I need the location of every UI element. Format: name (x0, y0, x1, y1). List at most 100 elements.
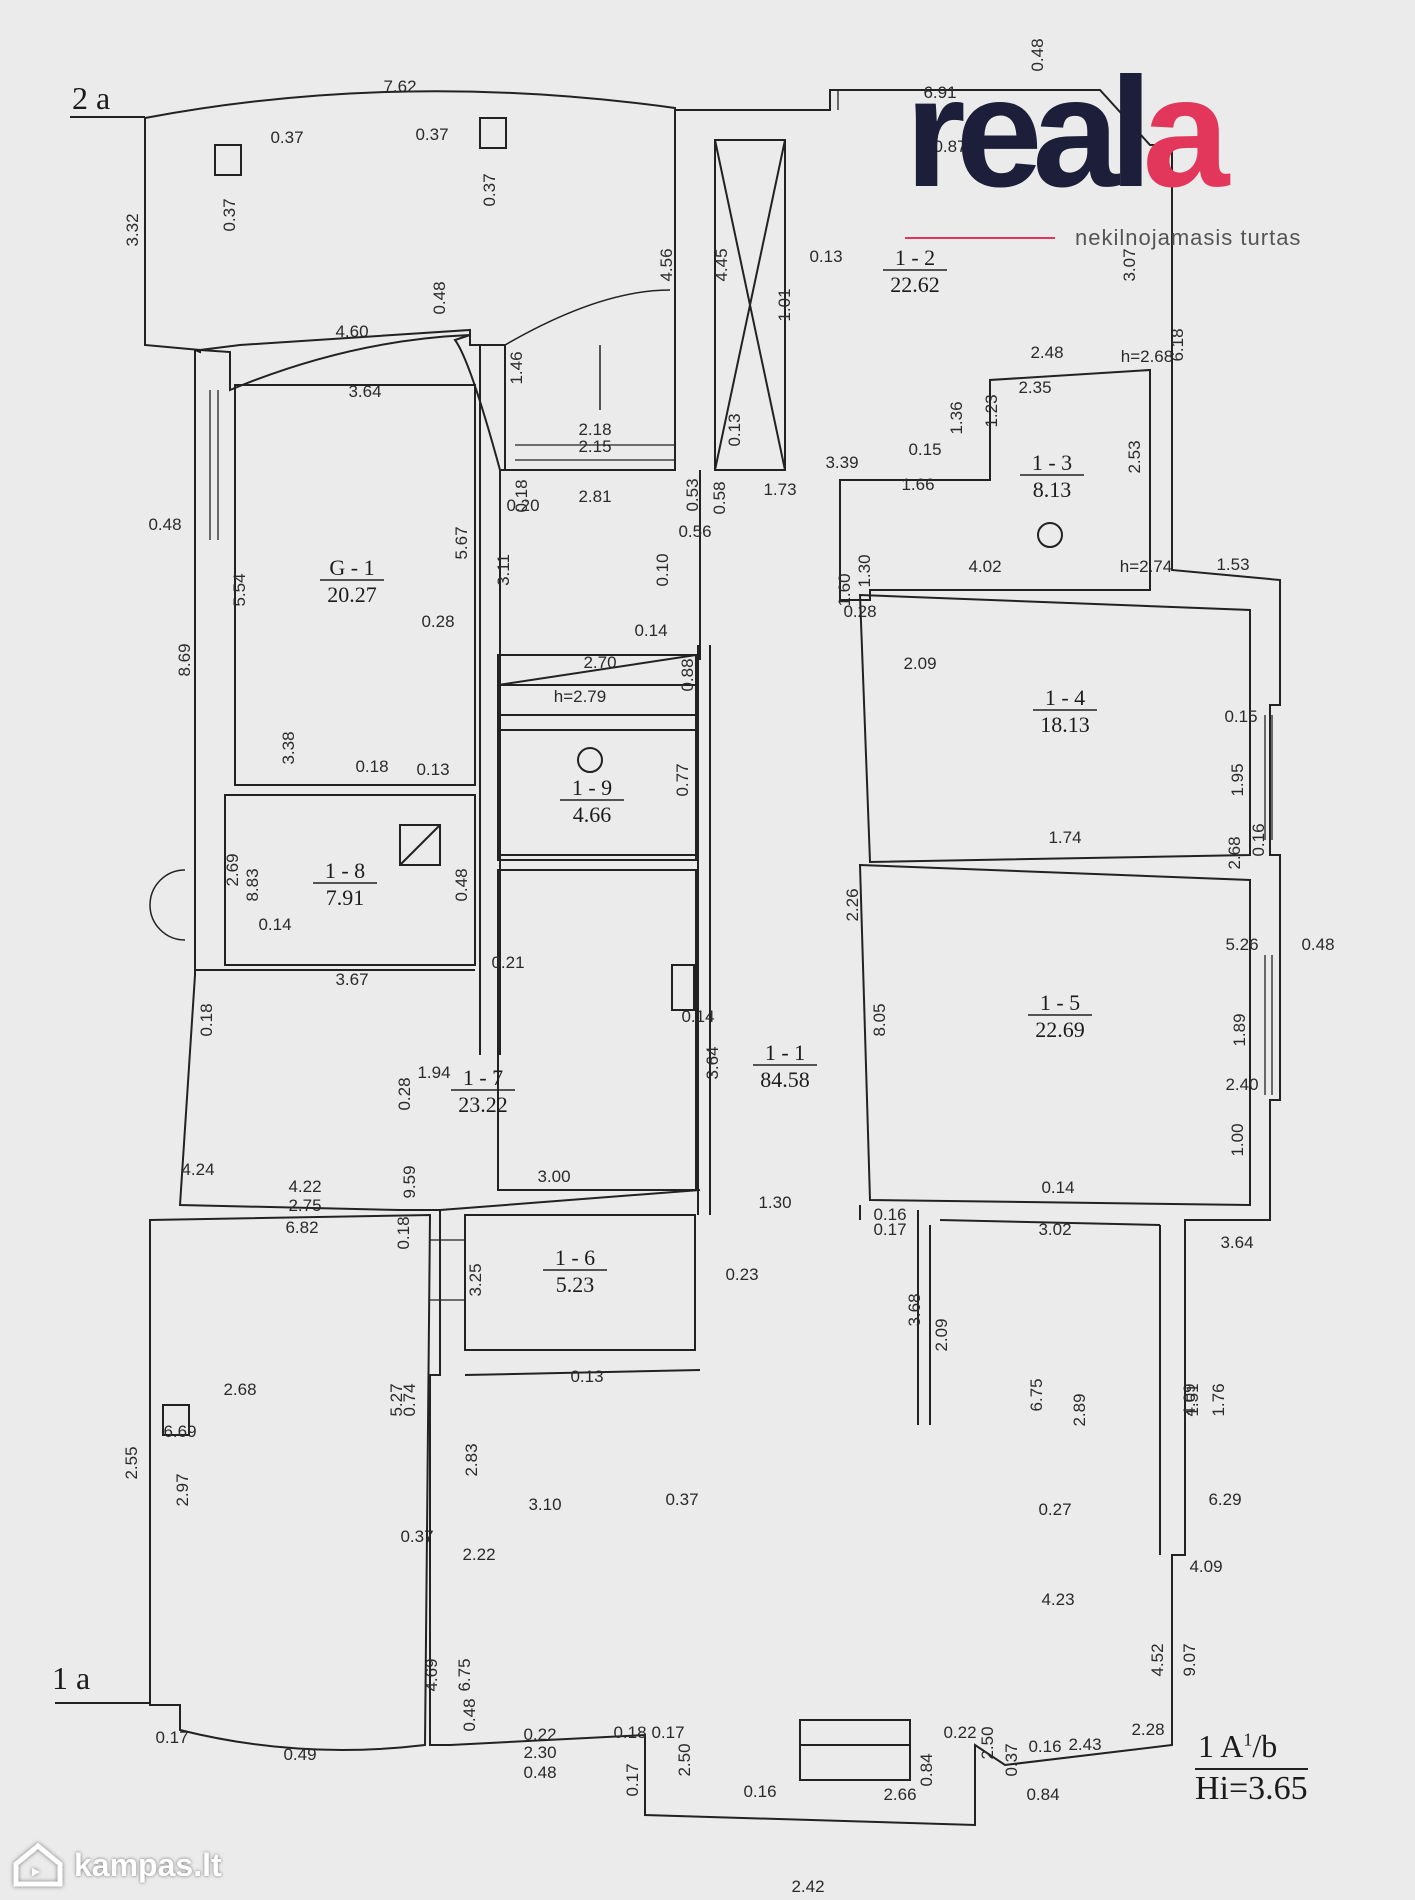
dimension-155: 4.20 (0, 0, 17, 4)
dimension-135: 0.16 (1028, 1737, 1061, 1756)
dimension-23: 0.53 (683, 478, 702, 511)
dimension-7: 3.32 (123, 213, 142, 246)
dimension-101: 0.74 (400, 1383, 419, 1416)
dimension-19: 2.15 (578, 437, 611, 456)
dimension-36: 6.18 (1168, 328, 1187, 361)
dimension-91: 0.14 (1041, 1178, 1074, 1197)
dimension-64: 2.68 (1225, 836, 1244, 869)
dimension-12: 0.87 (933, 137, 966, 156)
dimension-88: 0.18 (394, 1216, 413, 1249)
logo-tagline: nekilnojamasis turtas (1075, 225, 1302, 250)
dimension-79: 2.40 (1225, 1075, 1258, 1094)
dimension-37: 0.48 (148, 515, 181, 534)
dimension-15: 0.48 (430, 281, 449, 314)
room-id-7: 1 - 8 (325, 858, 365, 883)
dimension-56: 3.38 (279, 731, 298, 764)
dimension-140: 0.17 (623, 1763, 642, 1796)
room-id-3: 1 - 4 (1045, 685, 1085, 710)
reala-logo: reala nekilnojamasis turtas (905, 55, 1345, 265)
dimension-92: 0.16 (873, 1205, 906, 1224)
dimension-138: 0.49 (283, 1745, 316, 1764)
dimension-97: 0.23 (725, 1265, 758, 1284)
dimension-30: 1.36 (947, 401, 966, 434)
dimension-93: 3.02 (1038, 1220, 1071, 1239)
dimension-10: 0.13 (809, 247, 842, 266)
dimension-107: 2.55 (122, 1446, 141, 1479)
dimension-118: 4.23 (1041, 1590, 1074, 1609)
dimension-16: 3.64 (348, 382, 381, 401)
dimension-130: 2.50 (978, 1726, 997, 1759)
dimension-134: 0.37 (1002, 1743, 1021, 1776)
dimension-125: 0.48 (460, 1698, 479, 1731)
height-label: Hi=3.65 (1195, 1768, 1308, 1807)
dimension-81: 0.28 (395, 1077, 414, 1110)
dimension-31: 1.23 (982, 394, 1001, 427)
door-swing (504, 289, 671, 346)
dimension-22: 0.58 (710, 481, 729, 514)
dimension-148: 3.41 (0, 0, 17, 4)
room-id-8: 1 - 7 (463, 1065, 503, 1090)
dimension-105: 0.13 (570, 1367, 603, 1386)
dimension-6: 0.37 (480, 173, 499, 206)
dimension-75: 3.64 (703, 1046, 722, 1079)
dimension-112: 3.10 (528, 1495, 561, 1514)
dimension-144: 0.84 (1026, 1785, 1059, 1804)
dimension-17: 1.46 (507, 351, 526, 384)
dimension-67: 0.14 (258, 915, 291, 934)
dimension-145: 2.42 (791, 1877, 824, 1896)
room-id-4: 1 - 5 (1040, 990, 1080, 1015)
dimension-133: 2.50 (675, 1743, 694, 1776)
dimension-9: 4.45 (712, 248, 731, 281)
dimension-26: 1.73 (763, 480, 796, 499)
dimension-72: 1.89 (1230, 1013, 1249, 1046)
dimension-127: 0.18 (613, 1723, 646, 1742)
house-icon (13, 1842, 63, 1887)
room-area-4: 22.69 (1035, 1017, 1085, 1042)
dimension-52: 0.88 (678, 658, 697, 691)
dimension-55: 0.15 (1224, 707, 1257, 726)
room-area-5: 84.58 (760, 1067, 810, 1092)
dimension-131: 2.28 (1131, 1720, 1164, 1739)
room-area-2: 8.13 (1033, 477, 1072, 502)
dimension-153: 0.84 (0, 0, 17, 4)
dimension-39: 0.18 (512, 479, 531, 512)
dimension-38: 5.54 (230, 573, 249, 606)
stove-fixture (399, 824, 441, 866)
dimension-104: 1.76 (1209, 1383, 1228, 1416)
dimension-143: 0.84 (917, 1753, 936, 1786)
dimension-69: 0.48 (452, 868, 471, 901)
dimension-122: 4.52 (1148, 1643, 1167, 1676)
dimension-100: 5.27 (387, 1383, 406, 1416)
dimension-129: 0.22 (943, 1723, 976, 1742)
dimension-29: 1.66 (901, 475, 934, 494)
logo-word: reala (905, 55, 1229, 211)
dimension-51: 0.14 (634, 621, 667, 640)
room-id-6: 1 - 9 (572, 775, 612, 800)
section-1a-label: 1 a (52, 1660, 91, 1696)
dimension-84: 4.22 (288, 1177, 321, 1196)
dimension-35: 2.53 (1125, 440, 1144, 473)
dimension-11: 1.01 (775, 288, 794, 321)
dimension-24: 0.56 (678, 522, 711, 541)
dimension-3: 0.37 (270, 128, 303, 147)
chimney-2a-2 (479, 117, 507, 149)
dimension-82: 4.24 (181, 1160, 214, 1179)
dimension-50: 0.28 (421, 612, 454, 631)
dimension-68: 8.83 (243, 868, 262, 901)
dimension-113: 0.37 (665, 1490, 698, 1509)
dimension-83: 1.94 (417, 1063, 450, 1082)
outer-wall (178, 89, 1281, 1827)
dimension-126: 0.22 (523, 1725, 556, 1744)
room-area-8: 23.22 (458, 1092, 508, 1117)
dimension-139: 0.48 (523, 1763, 556, 1782)
kampas-watermark: kampas.lt (12, 1842, 222, 1888)
dimension-13: 3.07 (1120, 248, 1139, 281)
interior-walls (195, 139, 1251, 1781)
dimension-87: 2.75 (288, 1196, 321, 1215)
dimension-96: 3.25 (466, 1263, 485, 1296)
room-area-0: 20.27 (327, 582, 377, 607)
dimension-114: 0.27 (1038, 1500, 1071, 1519)
dimension-62: 0.77 (673, 763, 692, 796)
dimension-78: 3.67 (335, 970, 368, 989)
dimension-27: 3.39 (825, 453, 858, 472)
